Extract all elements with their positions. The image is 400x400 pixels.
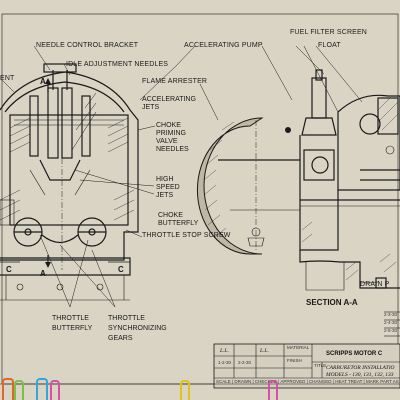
left-leaders: [1, 45, 155, 308]
section-aa-view: [299, 69, 400, 291]
section-mark-a-bottom: A: [40, 269, 46, 278]
label-fuel-filter-screen: FUEL FILTER SCREEN: [290, 29, 367, 36]
clip-green: [14, 380, 24, 400]
label-choke-butterfly: CHOKE BUTTERFLY: [158, 212, 199, 227]
label-throttle-stop-screw: THROTTLE STOP SCREW: [142, 232, 231, 239]
label-section-aa: SECTION A-A: [306, 298, 358, 307]
tb-initial-1: L.L.: [219, 348, 229, 354]
side-note-1: 2-3-30: [384, 312, 398, 317]
label-accelerating-jets: ACCELERATING JETS: [142, 96, 196, 111]
tb-date-1: 1-2-30: [218, 360, 232, 365]
side-notes: [384, 311, 400, 337]
side-note-3: 2-5-30: [384, 328, 398, 333]
right-leaders: [295, 45, 379, 284]
tb-initial-2: L.L.: [259, 348, 269, 354]
label-drain-plug: DRAIN P: [360, 281, 390, 288]
label-float: FLOAT: [318, 42, 341, 49]
label-idle-adjustment-needles: IDLE ADJUSTMENT NEEDLES: [66, 61, 168, 68]
tb-models: MODELS - 130, 131, 132, 133: [325, 372, 394, 378]
tb-date-2: 2-2-30: [238, 360, 252, 365]
left-section-view: [0, 63, 139, 301]
title-block: [0, 343, 400, 389]
label-high-speed-jets: HIGH SPEED JETS: [156, 176, 180, 199]
label-accelerating-pump: ACCELERATING PUMP: [184, 42, 263, 49]
binder-clips: [0, 378, 400, 400]
label-ent: ENT: [0, 75, 15, 82]
tb-material: MATERIAL: [287, 345, 310, 350]
tb-title-prefix: TITLE: [314, 363, 326, 368]
tb-finish: FINISH: [287, 358, 302, 363]
label-throttle-butterfly: THROTTLE BUTTERFLY: [52, 315, 93, 332]
clip-orange: [2, 378, 14, 400]
label-throttle-synchronizing-gears: THROTTLE SYNCHRONIZING GEARS: [108, 315, 167, 342]
label-flame-arrester: FLAME ARRESTER: [142, 78, 207, 85]
clip-yellow: [180, 380, 190, 400]
tb-footer: SCALE | DRAWN | CHECKED | APPROVED | CHA…: [216, 379, 399, 384]
label-choke-priming-valve-needles: CHOKE PRIMING VALVE NEEDLES: [156, 122, 189, 153]
tb-company: SCRIPPS MOTOR C: [326, 351, 383, 357]
section-mark-a-top: A: [40, 77, 46, 86]
clip-pink-2: [268, 380, 278, 400]
section-mark-c-right: C: [118, 265, 124, 274]
clip-blue: [36, 378, 48, 400]
clip-pink: [50, 380, 60, 400]
tb-title: CARBURETOR INSTALLATIO: [326, 365, 395, 371]
section-mark-c-left: C: [6, 265, 12, 274]
flame-arrester-view: [196, 117, 300, 255]
side-note-2: 2-4-30: [384, 320, 398, 325]
label-needle-control-bracket: NEEDLE CONTROL BRACKET: [36, 42, 139, 49]
middle-leaders: [137, 45, 293, 131]
